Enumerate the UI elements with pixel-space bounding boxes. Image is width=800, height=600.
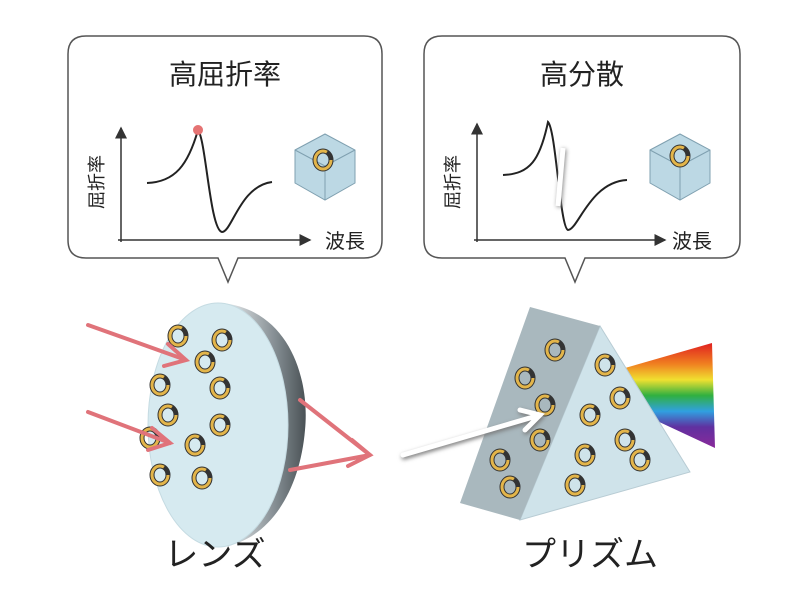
lens-illustration: レンズ xyxy=(86,302,374,575)
white-light-arrow xyxy=(400,407,545,458)
lens-label: レンズ xyxy=(164,535,265,575)
high-dispersion-panel: 高分散 波長 屈折率 xyxy=(423,35,741,284)
panel-title: 高分散 xyxy=(540,58,624,91)
cube-icon xyxy=(649,133,711,201)
x-axis-label: 波長 xyxy=(672,229,712,253)
cube-icon xyxy=(294,133,356,201)
light-ray-arrows xyxy=(86,323,374,472)
high-refractive-index-panel: 高屈折率 波長 屈折率 xyxy=(67,35,383,284)
steep-slope-highlight xyxy=(555,147,566,207)
y-axis-label: 屈折率 xyxy=(443,155,464,209)
prism-illustration: プリズム xyxy=(400,307,715,575)
prism-label: プリズム xyxy=(522,535,658,575)
y-axis-label: 屈折率 xyxy=(87,155,108,209)
x-axis-label: 波長 xyxy=(325,229,365,253)
rainbow-spectrum xyxy=(625,343,715,448)
dispersion-curve xyxy=(146,127,273,234)
peak-marker xyxy=(193,125,203,135)
panel-title: 高屈折率 xyxy=(169,58,281,91)
